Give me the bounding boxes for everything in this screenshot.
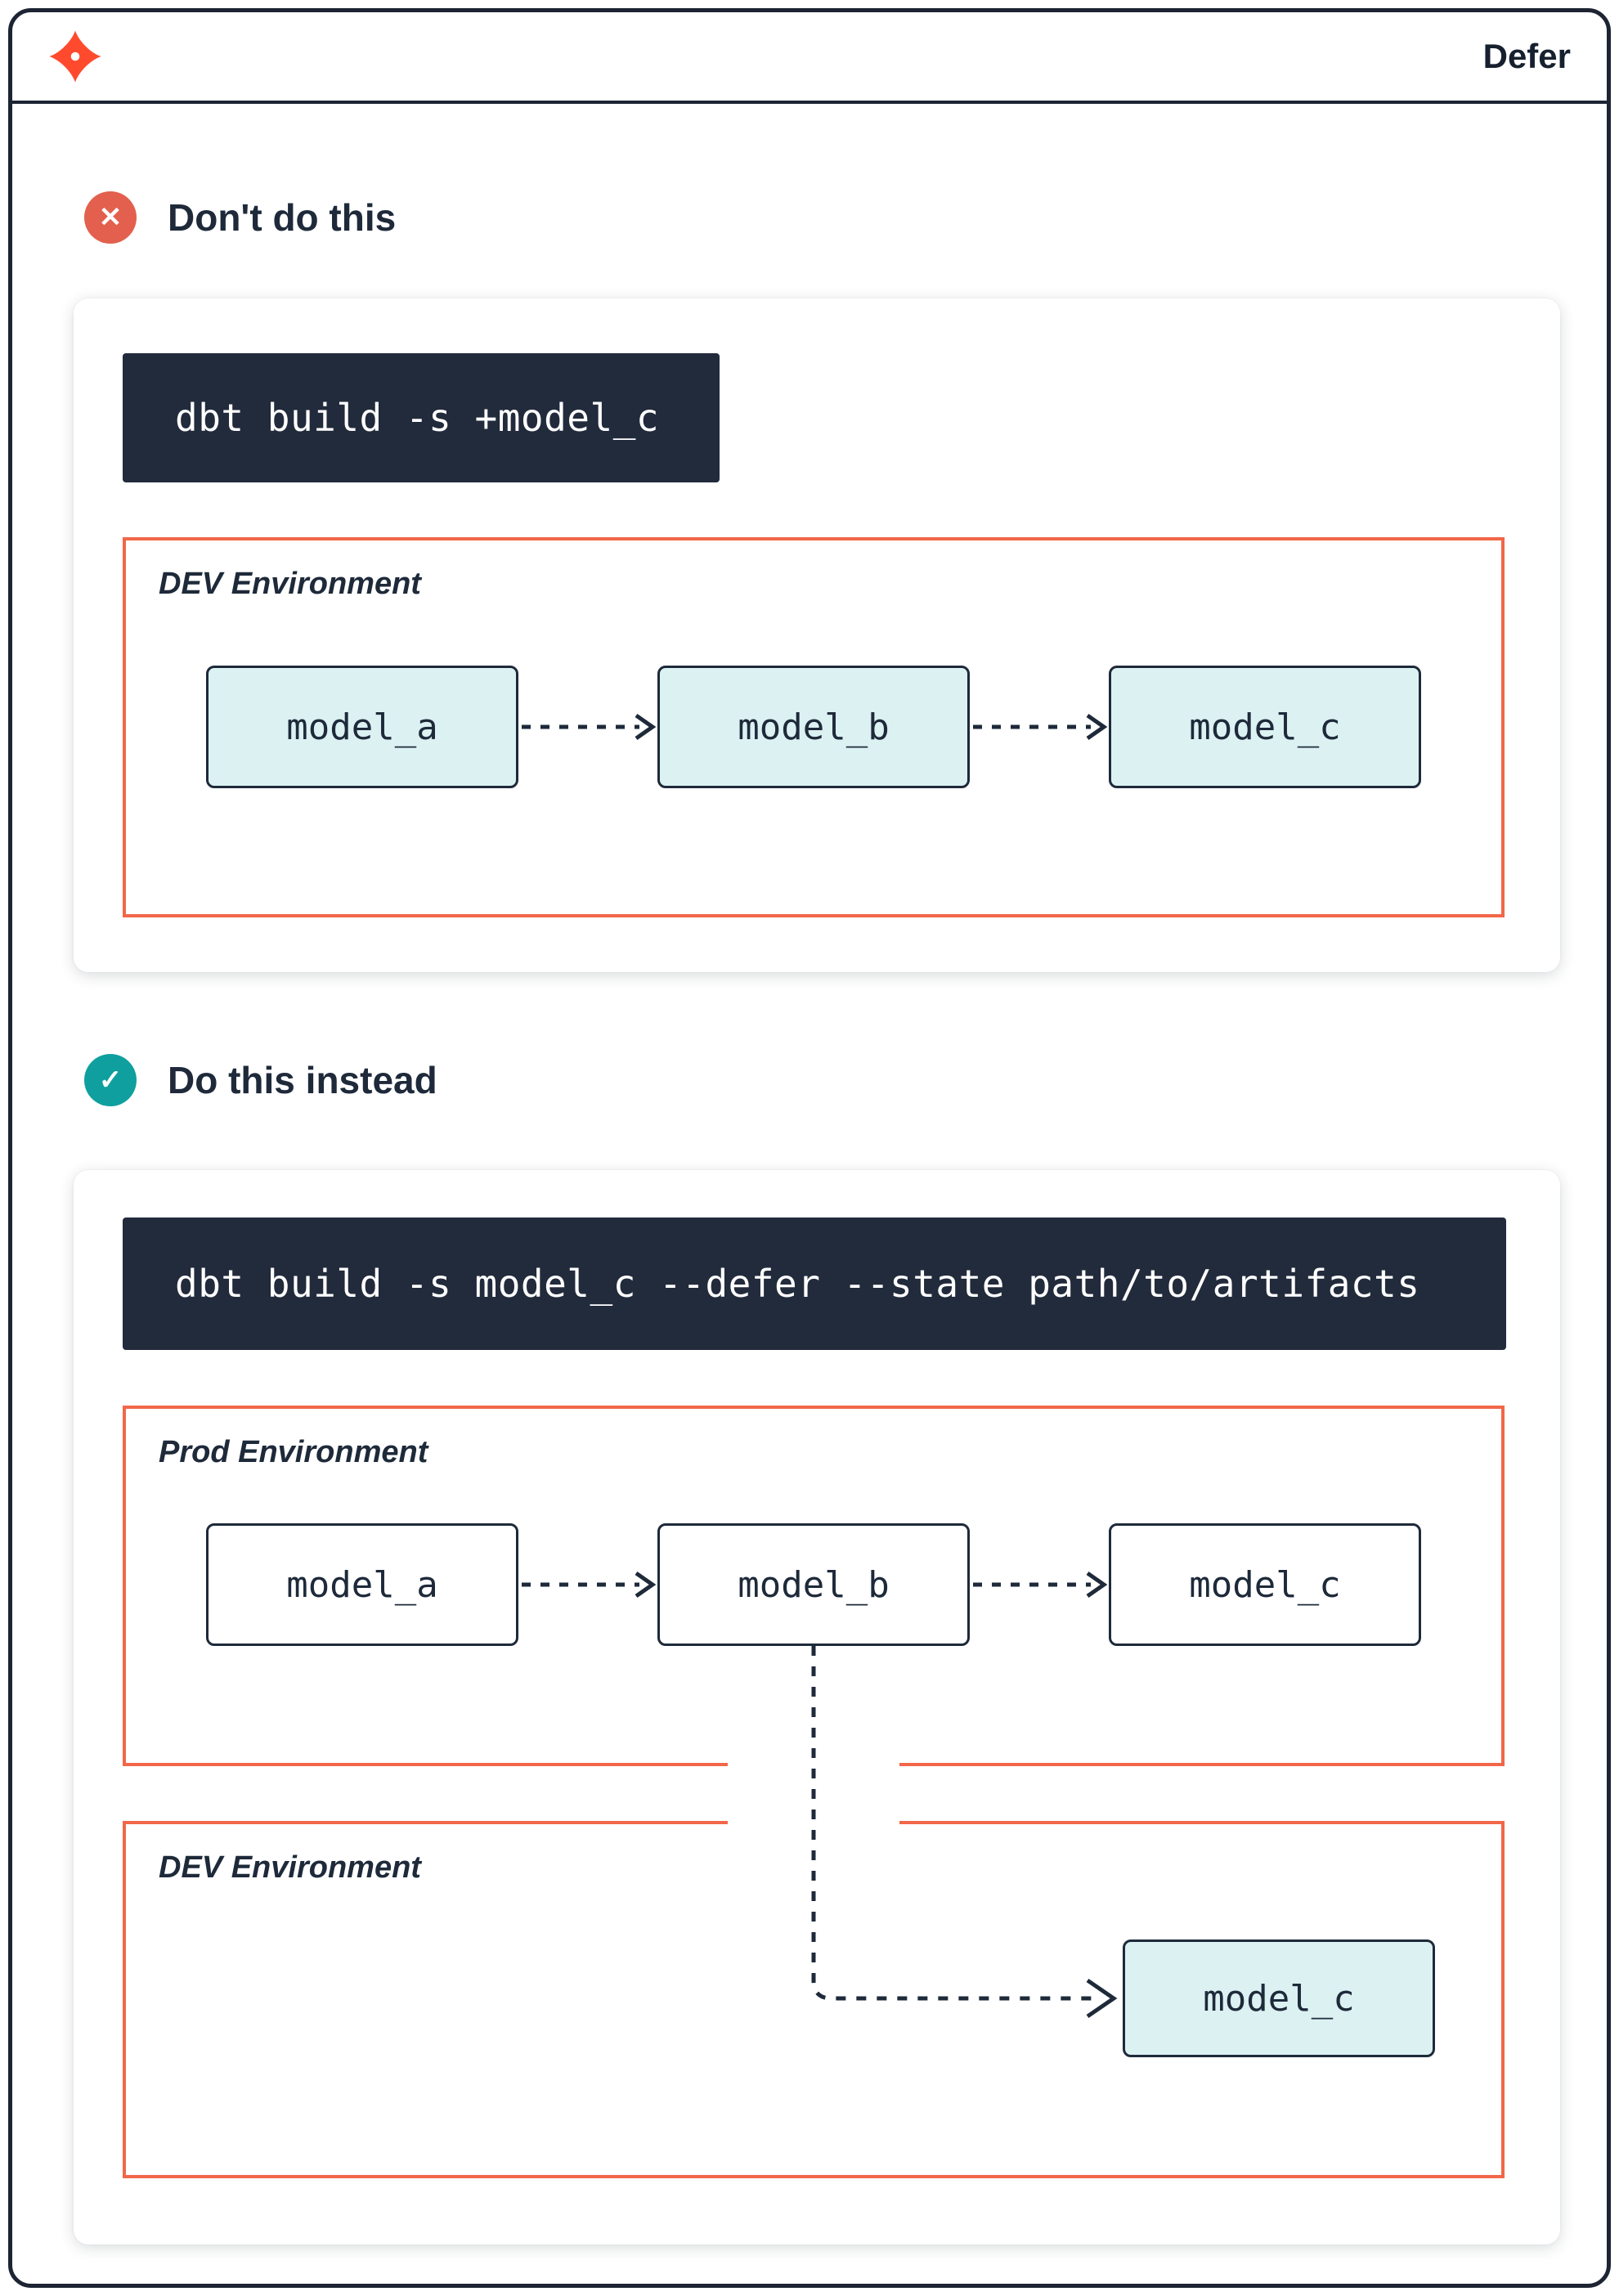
section-heading-dont: ✕ Don't do this (84, 191, 396, 244)
model-a-node: model_a (206, 1523, 518, 1646)
model-c-node: model_c (1123, 1939, 1435, 2057)
check-circle-icon: ✓ (84, 1054, 137, 1106)
section-title-dont: Don't do this (168, 196, 397, 239)
page-title: Defer (1482, 37, 1571, 75)
model-c-node: model_c (1109, 1523, 1421, 1646)
dev-environment-box: DEV Environment model_a model_b model_c (123, 537, 1505, 917)
app-frame: Defer ✕ Don't do this dbt build -s +mode… (8, 8, 1611, 2288)
command-code-block: dbt build -s +model_c (123, 353, 720, 482)
command-code-block: dbt build -s model_c --defer --state pat… (123, 1218, 1506, 1350)
header: Defer (12, 12, 1607, 104)
dev-environment-box: DEV Environment model_c (123, 1821, 1505, 2178)
dont-card: dbt build -s +model_c DEV Environment mo… (74, 298, 1560, 972)
environment-label: DEV Environment (159, 1850, 421, 1885)
environment-label: DEV Environment (159, 567, 421, 601)
model-c-node: model_c (1109, 666, 1421, 788)
model-b-node: model_b (657, 666, 970, 788)
x-circle-icon: ✕ (84, 191, 137, 244)
dashed-arrow-icon (973, 1571, 1108, 1599)
model-node-row: model_a model_b model_c (126, 1523, 1501, 1646)
command-text: dbt build -s model_c --defer --state pat… (175, 1262, 1420, 1306)
dbt-logo-icon (48, 29, 102, 83)
command-text: dbt build -s +model_c (175, 396, 660, 440)
dashed-arrow-icon (522, 713, 657, 741)
do-card: dbt build -s model_c --defer --state pat… (74, 1170, 1560, 2244)
dashed-arrow-icon (522, 1571, 657, 1599)
section-heading-do: ✓ Do this instead (84, 1054, 437, 1106)
prod-environment-box: Prod Environment model_a model_b model_c (123, 1406, 1505, 1766)
environment-label: Prod Environment (159, 1435, 428, 1469)
model-node-row: model_a model_b model_c (126, 666, 1501, 788)
model-a-node: model_a (206, 666, 518, 788)
dashed-arrow-icon (973, 713, 1108, 741)
model-b-node: model_b (657, 1523, 970, 1646)
section-title-do: Do this instead (168, 1059, 437, 1101)
